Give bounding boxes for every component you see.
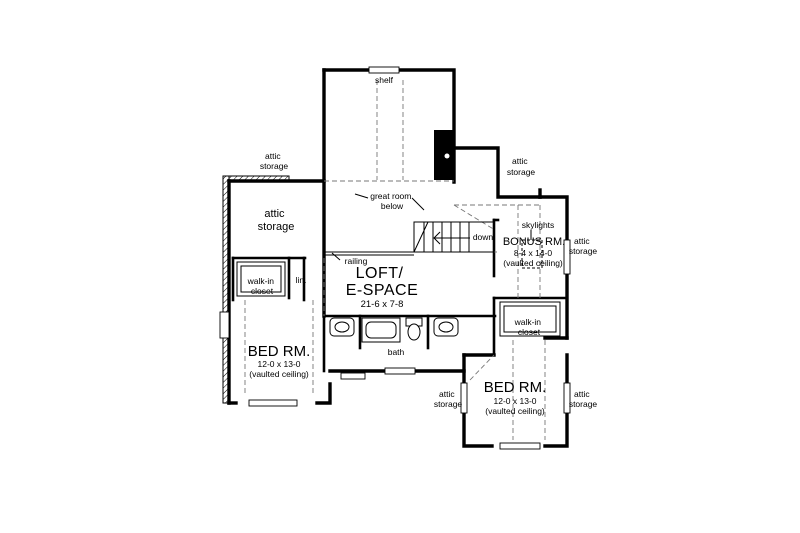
bed-room-right-dims: 12-0 x 13-0: [494, 396, 537, 406]
great-room-below-label: great room below: [370, 191, 413, 211]
bath-fixtures: [329, 317, 459, 343]
railing: [324, 251, 414, 256]
stair: [413, 221, 495, 253]
bed-room-right-note: (vaulted ceiling): [485, 406, 545, 416]
attic-storage-right-lower-label: attic storage: [569, 389, 598, 409]
leader-lines: [331, 193, 425, 261]
bonus-room-dims: 8-4 x 14-0: [514, 248, 553, 258]
bonus-room-note: (vaulted ceiling): [503, 258, 563, 268]
loft-dims: 21-6 x 7-8: [361, 299, 404, 310]
walkin-closet-right-label: walk-in closet: [514, 317, 544, 337]
attic-storage-top-right-label: attic storage: [507, 156, 536, 177]
fireplace: [434, 130, 454, 180]
linen-label: lin.: [296, 275, 307, 285]
bonus-room-name: BONUS RM.: [503, 236, 565, 248]
bed-room-left-dims: 12-0 x 13-0: [258, 359, 301, 369]
loft-name: LOFT/ E-SPACE: [346, 265, 419, 299]
shelf-label: shelf: [375, 75, 394, 85]
attic-storage-right-upper-label: attic storage: [569, 236, 598, 256]
skylights-label: skylights: [522, 220, 555, 230]
attic-storage-top-left-label: attic storage: [260, 151, 289, 171]
bed-room-left-note: (vaulted ceiling): [249, 369, 309, 379]
attic-hatching: [222, 175, 290, 404]
fireplace-flue: [444, 153, 450, 159]
bed-room-right-name: BED RM.: [484, 379, 547, 396]
bed-room-left-name: BED RM.: [248, 343, 311, 360]
bath-label: bath: [388, 347, 405, 357]
labels: shelf attic storage attic storage attic …: [247, 75, 598, 416]
railing-label: railing: [345, 256, 368, 266]
walkin-closet-left-label: walk-in closet: [247, 276, 277, 296]
attic-storage-center-low-label: attic storage: [434, 389, 463, 409]
closet-shelves: [236, 261, 561, 337]
skylight: [521, 239, 543, 269]
attic-storage-left-label: attic storage: [258, 208, 295, 233]
windows: [219, 66, 571, 450]
down-label: down: [473, 232, 494, 242]
